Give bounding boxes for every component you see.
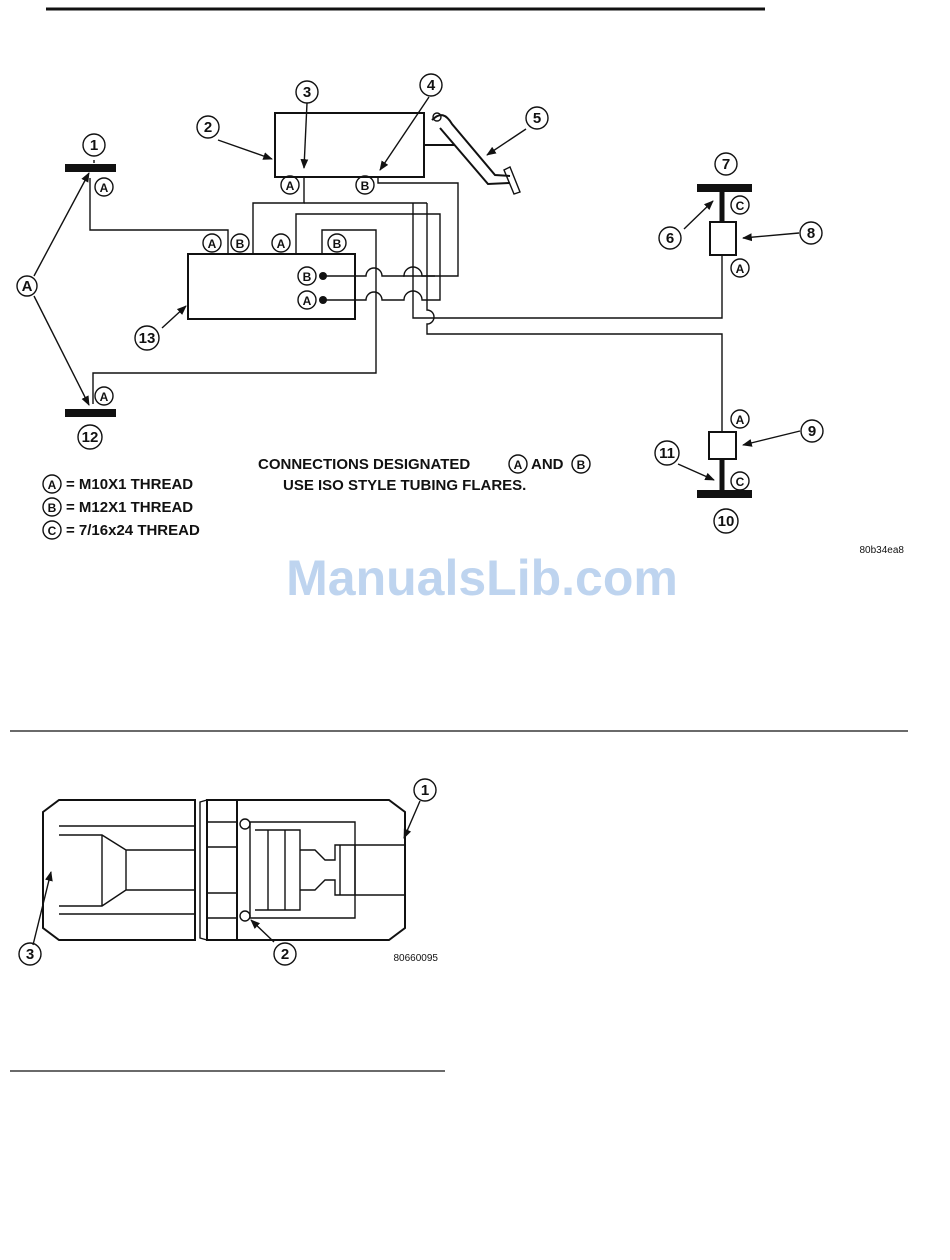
callout-6: 6 (659, 227, 681, 249)
svg-text:C: C (736, 475, 745, 489)
fig2-callout-3: 3 (19, 943, 41, 965)
figure1-code: 80b34ea8 (860, 545, 905, 556)
svg-text:A: A (100, 181, 109, 195)
svg-text:10: 10 (718, 513, 735, 530)
svg-text:6: 6 (666, 230, 674, 247)
svg-text:4: 4 (427, 77, 436, 94)
callout-7: 7 (715, 153, 737, 175)
svg-text:A: A (208, 237, 217, 251)
svg-text:USE ISO STYLE TUBING FLARES.: USE ISO STYLE TUBING FLARES. (283, 477, 526, 494)
svg-text:A: A (277, 237, 286, 251)
thread-legend: A = M10X1 THREAD B = M12X1 THREAD C = 7/… (43, 475, 200, 539)
svg-text:1: 1 (90, 137, 98, 154)
svg-text:= M10X1 THREAD: = M10X1 THREAD (66, 476, 193, 493)
svg-text:3: 3 (26, 946, 34, 963)
svg-text:11: 11 (659, 445, 675, 462)
svg-text:13: 13 (139, 330, 156, 347)
svg-text:= 7/16x24 THREAD: = 7/16x24 THREAD (66, 522, 200, 539)
callout-1: 1 (83, 134, 105, 156)
brake-routing-diagram: 1 2 3 4 5 6 7 8 9 10 11 12 13 A A A B A … (17, 74, 904, 556)
svg-text:AND: AND (531, 456, 564, 473)
master-cylinder (275, 113, 424, 177)
svg-text:12: 12 (82, 429, 99, 446)
brake-tubes (90, 177, 722, 432)
callout-2: 2 (197, 116, 219, 138)
svg-text:CONNECTIONS DESIGNATED: CONNECTIONS DESIGNATED (258, 456, 470, 473)
svg-text:C: C (48, 524, 57, 538)
callout-8: 8 (800, 222, 822, 244)
brake-pedal (432, 113, 520, 194)
svg-text:A: A (22, 278, 33, 295)
svg-text:2: 2 (281, 946, 289, 963)
svg-text:3: 3 (303, 84, 311, 101)
legend-item-b: B = M12X1 THREAD (43, 498, 193, 516)
callout-4: 4 (420, 74, 442, 96)
svg-text:A: A (48, 478, 57, 492)
svg-text:A: A (100, 390, 109, 404)
callout-5: 5 (526, 107, 548, 129)
callout-9: 9 (801, 420, 823, 442)
svg-text:5: 5 (533, 110, 541, 127)
iso-adapter-diagram: 1 2 3 80660095 (19, 779, 438, 965)
port-markers: A A B A B A B B A C A A C A (95, 176, 749, 490)
svg-text:= M12X1 THREAD: = M12X1 THREAD (66, 499, 193, 516)
svg-text:A: A (286, 179, 295, 193)
callout-a: A (17, 276, 37, 296)
svg-text:B: B (303, 270, 312, 284)
figure2-code: 80660095 (394, 953, 439, 964)
svg-text:B: B (361, 179, 370, 193)
callout-13: 13 (135, 326, 159, 350)
svg-text:9: 9 (808, 423, 816, 440)
svg-text:B: B (236, 237, 245, 251)
watermark: ManualsLib.com (286, 550, 678, 606)
callout-11: 11 (655, 441, 679, 465)
fig2-callout-2: 2 (274, 943, 296, 965)
svg-text:7: 7 (722, 156, 730, 173)
svg-text:B: B (577, 458, 586, 472)
legend-item-a: A = M10X1 THREAD (43, 475, 193, 493)
svg-text:A: A (514, 458, 523, 472)
combination-valve (188, 254, 355, 319)
callout-3: 3 (296, 81, 318, 103)
svg-text:A: A (736, 413, 745, 427)
svg-text:A: A (736, 262, 745, 276)
svg-text:A: A (303, 294, 312, 308)
svg-text:B: B (48, 501, 57, 515)
fig2-callout-1: 1 (414, 779, 436, 801)
svg-text:B: B (333, 237, 342, 251)
callout-10: 10 (714, 509, 738, 533)
leader-arrows (34, 97, 800, 480)
svg-text:2: 2 (204, 119, 212, 136)
svg-text:8: 8 (807, 225, 815, 242)
callout-12: 12 (78, 425, 102, 449)
connections-note: CONNECTIONS DESIGNATED A AND B USE ISO S… (258, 455, 590, 494)
svg-text:1: 1 (421, 782, 429, 799)
legend-item-c: C = 7/16x24 THREAD (43, 521, 200, 539)
svg-text:C: C (736, 199, 745, 213)
